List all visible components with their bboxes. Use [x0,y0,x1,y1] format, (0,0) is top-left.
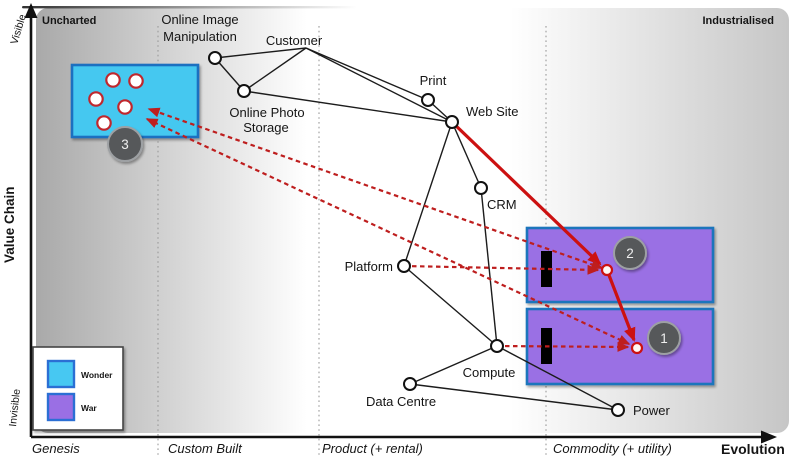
node-data-centre [403,377,417,391]
movement-lines [145,107,631,352]
badge-3-circle [107,126,143,162]
label-platform: Platform [345,259,393,274]
wonder-dot [128,73,144,89]
node-war-bottom-target [630,341,644,355]
y-axis-arrow-icon [24,3,38,18]
component-labels: Online Image Manipulation Customer Print… [161,12,670,418]
wonder-zone-dots [88,72,144,131]
wonder-dot [117,99,133,115]
legend-wonder-swatch [46,359,76,389]
node-compute [490,339,504,353]
wonder-dot [88,91,104,107]
wonder-dot [105,72,121,88]
node-web-site [445,115,459,129]
node-platform [397,259,411,273]
badge-2-number: 2 [626,246,634,261]
node-power [611,403,625,417]
edge-customer-online-photo [243,47,307,92]
label-invisible: Invisible [7,388,23,427]
label-compute: Compute [463,365,516,380]
label-industrialised: Industrialised [702,15,774,27]
component-nodes [208,51,625,417]
edge-customer-print [305,47,429,101]
label-online-image-line2: Manipulation [163,29,237,44]
label-visible: Visible [8,13,29,46]
label-value-chain: Value Chain [2,186,17,263]
label-online-photo-line2: Storage [243,120,289,135]
legend-wonder-label: Wonder [81,370,113,380]
node-war-top-target [600,263,614,277]
label-stage-product: Product (+ rental) [322,441,423,456]
label-customer: Customer [266,33,323,48]
badge-3-number: 3 [121,137,129,152]
axes [24,3,777,444]
label-online-image-line1: Online Image [161,12,238,27]
badge-1-number: 1 [660,331,668,346]
movement-war-bottom-wonder [145,118,631,345]
legend-war-label: War [81,403,97,413]
label-stage-genesis: Genesis [32,441,80,456]
edge-online-image-online-photo [214,57,245,92]
legend-war-swatch [46,392,76,422]
label-stage-commodity: Commodity (+ utility) [553,441,672,456]
badge-1-circle [647,321,681,355]
edge-compute-datacentre [409,345,498,385]
node-crm [474,181,488,195]
edge-compute-power [496,345,619,411]
node-online-photo-storage [237,84,251,98]
wonder-dot [96,115,112,131]
label-crm: CRM [487,197,517,212]
edge-datacentre-power [409,383,619,411]
wonder-zone [70,63,200,139]
node-online-image-manipulation [208,51,222,65]
zone-badges: 3 2 1 [107,126,681,355]
movement-compute-war-bottom [496,341,630,352]
label-evolution: Evolution [721,441,785,457]
panel-top-edge [22,6,357,9]
badge-2-circle [613,236,647,270]
node-print [421,93,435,107]
label-uncharted: Uncharted [42,15,96,27]
label-power: Power [633,403,671,418]
axis-labels: Uncharted Industrialised Visible Invisib… [2,13,785,457]
label-print: Print [420,73,447,88]
label-web-site: Web Site [466,104,519,119]
x-axis-arrow-icon [761,430,777,444]
edge-customer-online-image [214,47,307,59]
legend-box [32,346,124,431]
label-stage-custom-built: Custom Built [168,441,243,456]
legend: Wonder War [32,346,124,431]
label-online-photo-line1: Online Photo [229,105,304,120]
label-data-centre: Data Centre [366,394,436,409]
